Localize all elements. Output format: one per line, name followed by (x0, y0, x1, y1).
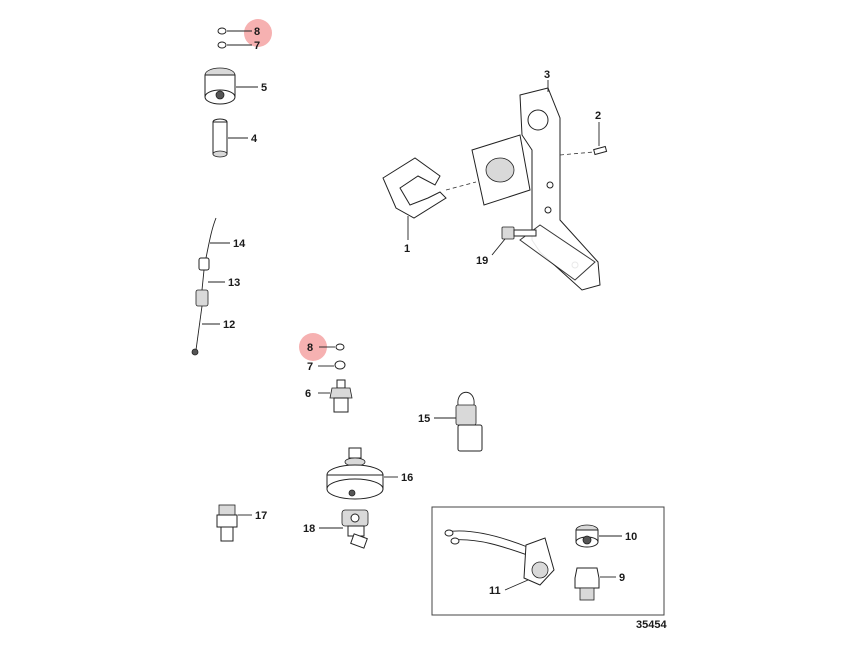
callout-7-middle: 7 (307, 361, 313, 373)
callout-14: 14 (233, 238, 246, 250)
callout-1: 1 (404, 243, 410, 255)
part-16-knock-sensor: 16 (326, 447, 413, 500)
part-7-washer-middle: 7 (307, 360, 346, 373)
part-15-switch: 15 (418, 391, 483, 452)
part-4-spacer: 4 (212, 118, 258, 158)
part-13-connector: 13 (198, 257, 240, 291)
part-12-terminal-wire: 12 (191, 289, 235, 356)
highlight-circle-top (244, 19, 272, 47)
callout-15: 15 (418, 413, 430, 425)
highlight-circle-middle (299, 333, 327, 361)
part-7-washer-top: 7 (217, 40, 260, 52)
callout-16: 16 (401, 472, 413, 484)
kit-box (431, 506, 665, 616)
diagram-reference-number: 35454 (636, 619, 667, 631)
part-19-bolt: 19 (476, 226, 537, 267)
callout-10: 10 (625, 531, 637, 543)
part-11-sensor-harness: 11 (444, 529, 555, 597)
callout-4: 4 (251, 133, 258, 145)
part-14-wire-lead: 14 (205, 217, 246, 259)
part-17-fitting: 17 (216, 504, 267, 542)
callout-19: 19 (476, 255, 488, 267)
part-2-screw: 2 (559, 110, 608, 156)
part-3-bracket: 3 (471, 69, 601, 291)
callout-3: 3 (544, 69, 550, 81)
callout-7-top: 7 (254, 40, 260, 52)
callout-2: 2 (595, 110, 601, 122)
callout-11: 11 (489, 585, 501, 597)
part-18-elbow-fitting: 18 (303, 509, 369, 549)
part-8-nut-top: 8 (217, 19, 272, 47)
callout-17: 17 (255, 510, 267, 522)
callout-8-top: 8 (254, 26, 260, 38)
callout-6: 6 (305, 388, 311, 400)
callout-8-middle: 8 (307, 342, 313, 354)
callout-12: 12 (223, 319, 235, 331)
part-9-adapter: 9 (574, 567, 625, 601)
part-5-sender: 5 (204, 67, 267, 105)
part-6-temp-sender: 6 (305, 379, 353, 413)
callout-5: 5 (261, 82, 267, 94)
callout-9: 9 (619, 572, 625, 584)
part-1-clip: 1 (382, 157, 477, 255)
part-8-nut-middle: 8 (299, 333, 345, 361)
part-10-switch: 10 (575, 524, 637, 548)
callout-13: 13 (228, 277, 240, 289)
callout-18: 18 (303, 523, 315, 535)
